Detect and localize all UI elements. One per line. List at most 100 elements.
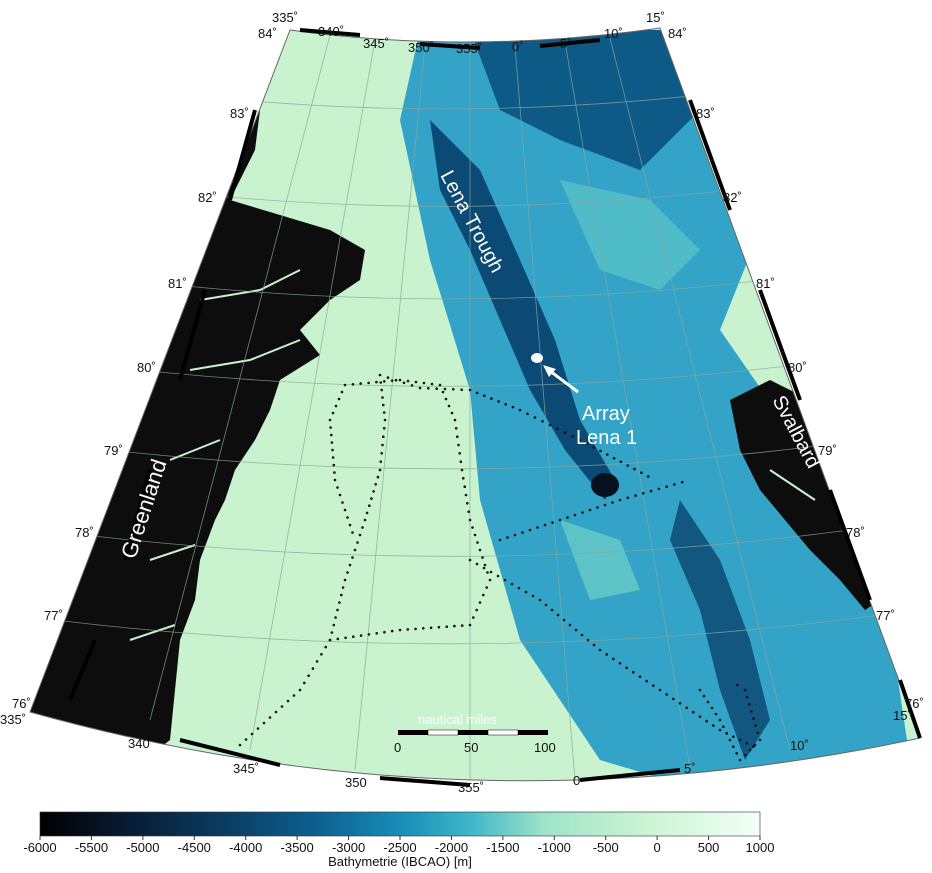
ship-track-dot [738, 758, 742, 762]
ship-track-dot [447, 404, 451, 408]
ship-track-dot [458, 452, 462, 455]
ship-track-dot [379, 381, 383, 384]
ship-track-dot [489, 570, 493, 574]
ship-track-dot [292, 694, 296, 697]
ship-track-dot [378, 373, 382, 377]
ship-track-dot [250, 732, 254, 736]
ship-track-dot [331, 411, 335, 415]
lon-top-335: 335˚ [272, 10, 298, 25]
ship-track-dot [336, 608, 339, 612]
colorbar-gradient [39, 811, 761, 837]
ship-track-dot [453, 418, 457, 422]
lat-left-82: 82˚ [198, 190, 217, 205]
ship-track-dot [472, 616, 475, 619]
ship-track-dot [452, 388, 455, 391]
ship-track-dot [341, 586, 345, 589]
coordinate-labels: 84˚ 83˚ 82˚ 81˚ 80˚ 79˚ 78˚ 77˚ 76˚ 84˚ … [0, 10, 924, 795]
ship-track-dot [406, 628, 410, 631]
ship-track-dot [588, 508, 592, 512]
lat-right-77: 77˚ [876, 608, 895, 623]
greenland-fjord-2 [189, 339, 301, 371]
deep-basin-north [470, 30, 700, 170]
ship-track-dot [429, 626, 433, 630]
ship-track-dot [625, 666, 628, 670]
ship-track-dot [367, 633, 371, 636]
ship-track-dot [330, 433, 333, 437]
array-lena-1-marker [531, 353, 543, 363]
ship-track-dot [678, 702, 682, 705]
ship-track-dot [483, 563, 487, 567]
colorbar-tick-label: -5500 [75, 840, 108, 855]
ship-track-dot [375, 380, 378, 384]
lat-right-80: 80˚ [788, 360, 807, 375]
ship-track-dot [556, 427, 559, 431]
lat-line-78 [84, 529, 851, 557]
ship-track-dot [351, 531, 354, 534]
ship-track-dot [488, 578, 492, 582]
scale-bar-title: nautical miles [418, 712, 497, 727]
ship-track-dot [481, 556, 484, 559]
ship-track-dot [478, 548, 482, 552]
ship-track-dot [422, 381, 426, 385]
lon-line-0 [514, 45, 576, 781]
ship-track-dot [466, 502, 469, 505]
lon-top-5: 5˚ [560, 36, 572, 51]
ship-track-dot [343, 383, 347, 387]
ship-track-dot [752, 717, 755, 720]
graticule [54, 34, 881, 781]
colorbar-tick-label: -2500 [383, 840, 416, 855]
ship-track-dot [736, 683, 739, 687]
ship-track-dot [612, 657, 615, 661]
ship-track-dot [574, 628, 578, 632]
ship-track-dot [506, 536, 509, 539]
ship-track-dot [453, 624, 456, 628]
ship-track-dot [543, 523, 547, 527]
ship-track-dot [541, 420, 544, 423]
ship-track-dot [603, 503, 607, 507]
ship-track-dot [756, 731, 760, 735]
ship-track-dot [483, 394, 486, 398]
ship-track-dot [626, 464, 629, 467]
ship-track-dot [382, 435, 385, 439]
ship-track-dot [422, 627, 425, 630]
lon-bottom-345: 345˚ [233, 761, 259, 776]
greenland-fjord-1 [199, 269, 301, 301]
ship-track-dot [657, 487, 661, 491]
ship-track-dot [511, 405, 515, 409]
ship-track-dot [280, 705, 284, 708]
ship-track-dot [332, 463, 336, 467]
ship-track-dot [518, 408, 522, 412]
ship-track-dot [414, 627, 417, 631]
ship-track-dot [718, 728, 722, 732]
ship-track-dot [381, 396, 384, 399]
lat-left-84: 84˚ [258, 26, 277, 41]
ship-track-dot [437, 625, 441, 629]
lat-right-81: 81˚ [756, 276, 775, 291]
ship-track-dot [640, 471, 643, 475]
greenland-fjord-4 [149, 544, 196, 561]
ship-track-dot [558, 518, 562, 522]
ship-track-dot [441, 390, 445, 394]
ship-track-dot [538, 598, 542, 602]
ship-track-dot [754, 724, 757, 727]
ship-track-dot [482, 593, 485, 597]
ship-track-dot [382, 403, 385, 407]
colorbar-tick-label: -6000 [23, 840, 56, 855]
lon-top-340: 340˚ [318, 24, 344, 39]
ship-track-dot [475, 562, 479, 566]
ship-track-dot [390, 379, 394, 383]
ship-track-dot [410, 384, 414, 387]
ship-track-dot [334, 404, 338, 408]
ship-track-dot [372, 490, 375, 493]
lon-bottom-10: 10˚ [790, 738, 809, 753]
lon-top-350: 350˚ [408, 40, 434, 55]
lon-top-355: 355˚ [456, 41, 482, 56]
ship-track-dot [380, 452, 384, 455]
ship-track-dot [743, 688, 747, 692]
ship-track-dot [685, 706, 688, 710]
ship-track-dot [476, 541, 479, 544]
ship-track-dot [346, 516, 349, 519]
ship-track-dot [418, 386, 422, 390]
lon-bottom-340: 340 [128, 736, 150, 751]
ship-track-dot [460, 388, 464, 392]
